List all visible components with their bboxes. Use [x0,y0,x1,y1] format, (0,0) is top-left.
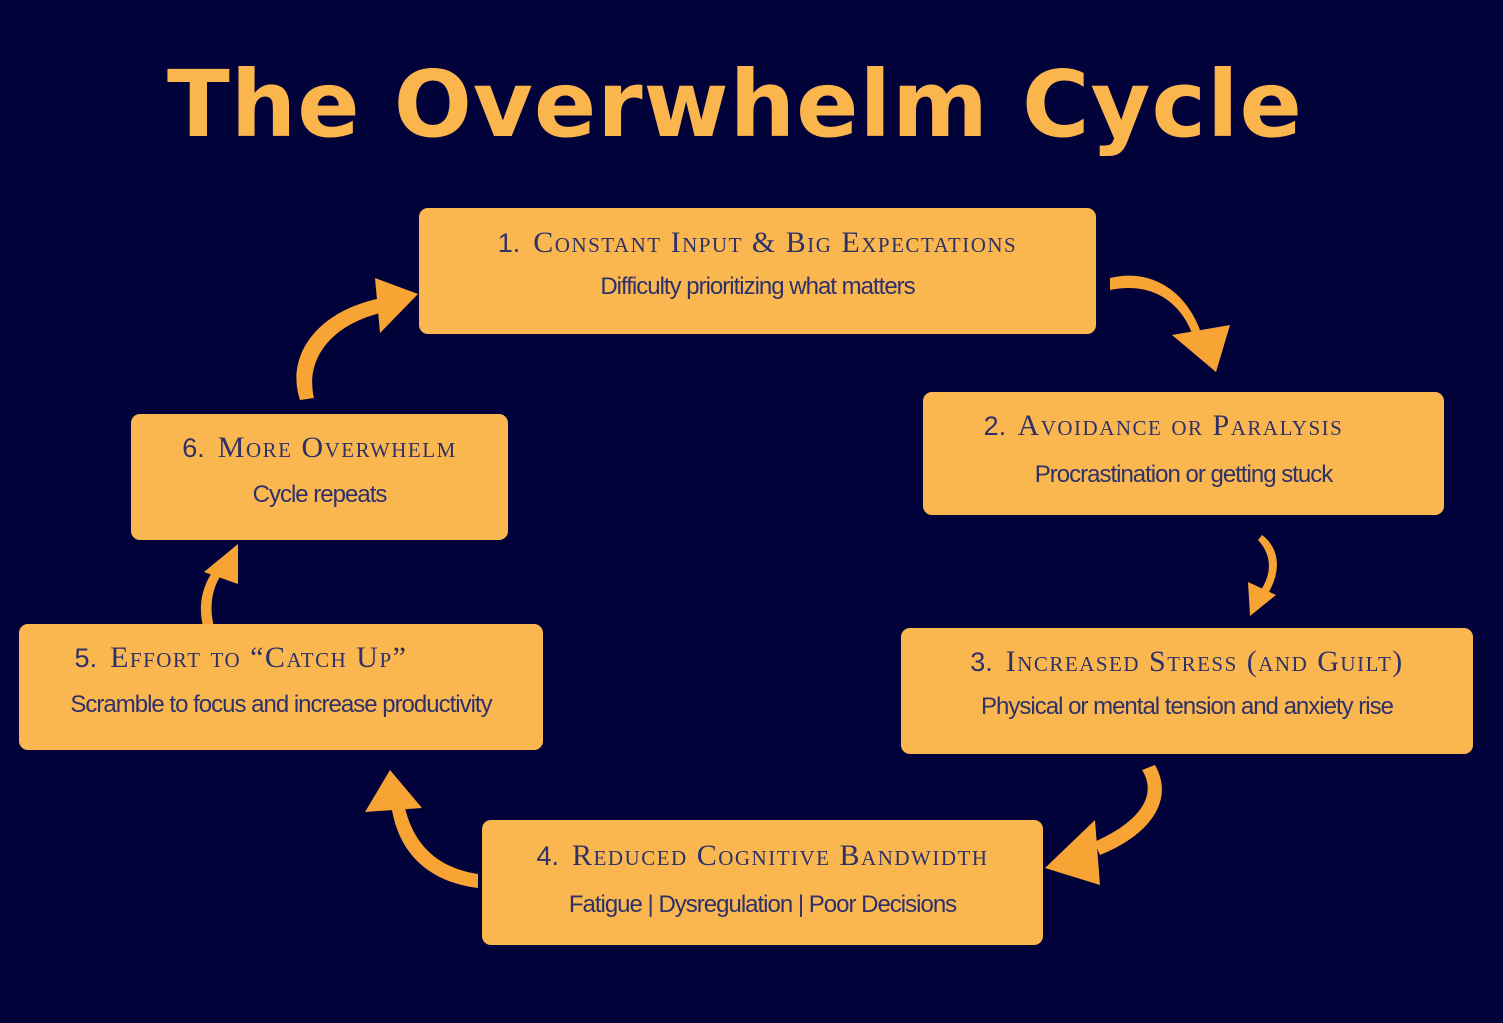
step-3-box: 3. Increased Stress (and Guilt) Physical… [901,628,1473,754]
step-3-title: Increased Stress (and Guilt) [1005,645,1404,678]
arrow-step1-to-step2 [1110,275,1230,372]
step-3-number: 3. [970,647,993,677]
step-2-heading: 2. Avoidance or Paralysis [923,408,1444,444]
arrow-step2-to-step3 [1248,535,1277,616]
step-1-heading: 1. Constant Input & Big Expectations [419,225,1096,261]
step-6-subtitle: Cycle repeats [252,481,388,508]
diagram-title: The Overwhelm Cycle [167,51,1303,158]
step-1-title: Constant Input & Big Expectations [533,226,1018,259]
step-1-box: 1. Constant Input & Big Expectations Dif… [419,208,1096,334]
arrow-step4-to-step5 [365,770,478,888]
step-1-number: 1. [497,228,521,258]
step-3-heading: 3. Increased Stress (and Guilt) [901,644,1473,680]
arrow-step6-to-step1 [296,278,418,400]
step-1-subtitle: Difficulty prioritizing what matters [600,273,915,300]
step-2-box: 2. Avoidance or Paralysis Procrastinatio… [923,392,1444,515]
step-3-subtitle: Physical or mental tension and anxiety r… [981,693,1394,720]
step-4-heading: 4. Reduced Cognitive Bandwidth [482,838,1043,874]
step-5-number: 5. [74,643,98,673]
step-4-title: Reduced Cognitive Bandwidth [572,839,989,872]
step-5-heading: 5. Effort to “Catch Up” [19,640,543,676]
arrow-step3-to-step4 [1045,765,1162,885]
step-5-box: 5. Effort to “Catch Up” Scramble to focu… [19,624,543,750]
step-4-box: 4. Reduced Cognitive Bandwidth Fatigue |… [482,820,1043,945]
step-6-number: 6. [182,433,205,463]
step-6-title: More Overwhelm [217,431,457,464]
step-4-subtitle: Fatigue | Dysregulation | Poor Decisions [568,891,957,918]
step-2-title: Avoidance or Paralysis [1017,409,1344,442]
step-5-title: Effort to “Catch Up” [110,641,408,674]
step-2-subtitle: Procrastination or getting stuck [1034,461,1334,488]
step-4-number: 4. [536,841,560,871]
step-5-subtitle: Scramble to focus and increase productiv… [70,691,492,718]
step-6-heading: 6. More Overwhelm [131,430,508,466]
arrow-step5-to-step6 [200,544,238,640]
step-6-box: 6. More Overwhelm Cycle repeats [131,414,508,540]
step-2-number: 2. [983,411,1007,441]
